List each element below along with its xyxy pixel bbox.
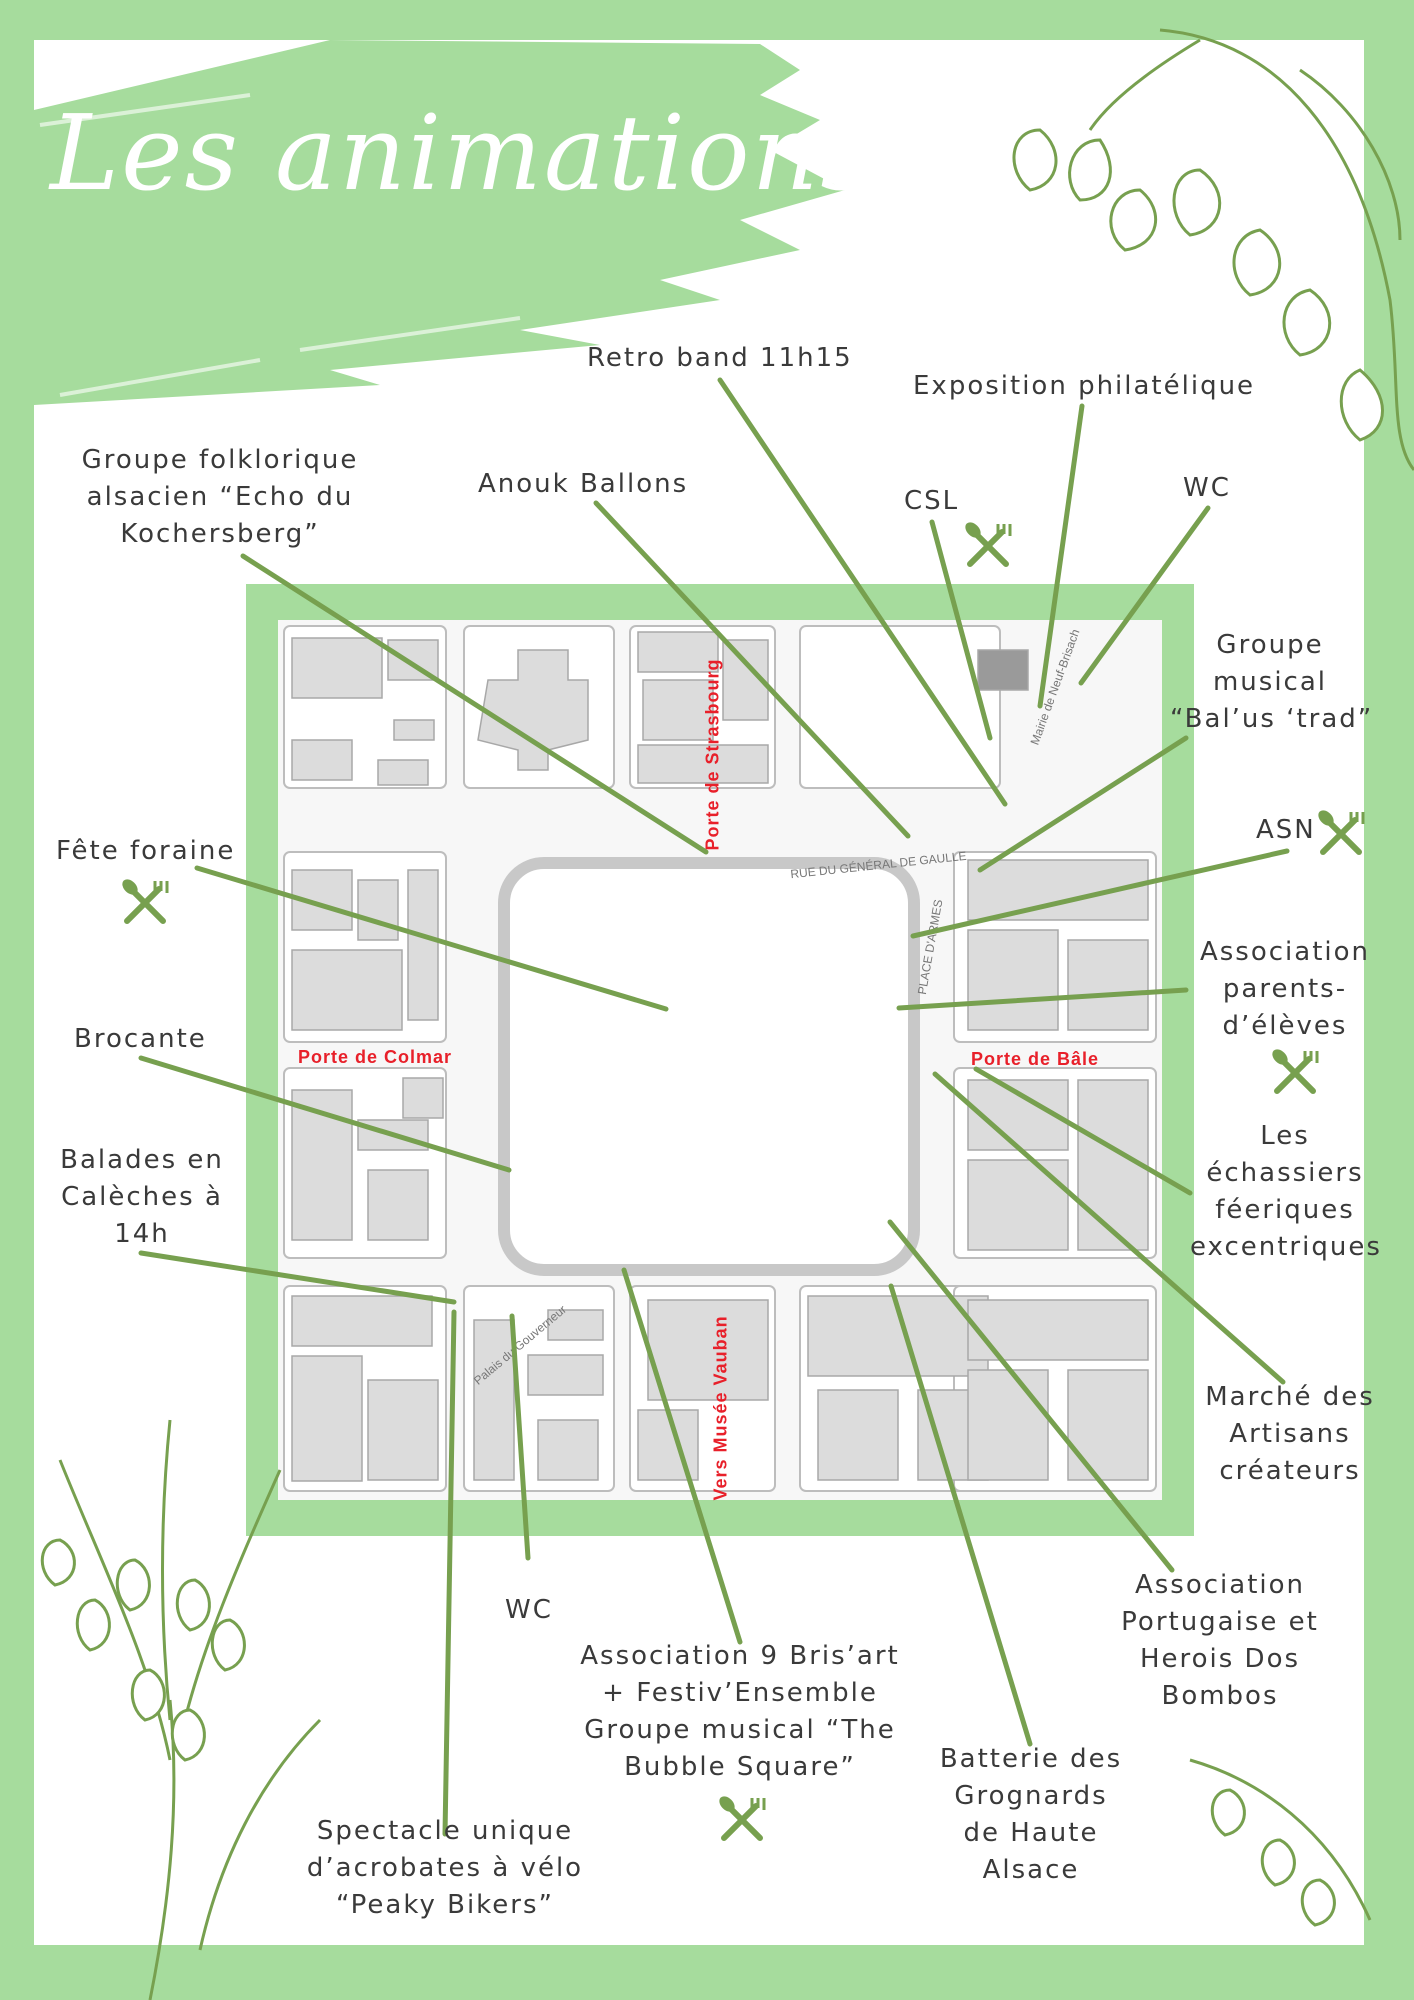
label-csl: CSL [904, 486, 960, 516]
label-exposition-philatelique: Exposition philatélique [913, 371, 1256, 401]
street-porte-de-bale: Porte de Bâle [971, 1049, 1100, 1069]
street-porte-de-colmar: Porte de Colmar [298, 1047, 453, 1067]
label-wc-bottom: WC [505, 1595, 553, 1625]
label-brocante: Brocante [74, 1024, 207, 1054]
label-anouk-ballons: Anouk Ballons [478, 469, 689, 499]
label-retro-band: Retro band 11h15 [587, 343, 853, 373]
label-wc-top: WC [1183, 473, 1231, 503]
label-asn: ASN [1256, 815, 1316, 845]
page-title: Les animations [50, 92, 876, 214]
label-fete-foraine: Fête foraine [56, 836, 236, 866]
